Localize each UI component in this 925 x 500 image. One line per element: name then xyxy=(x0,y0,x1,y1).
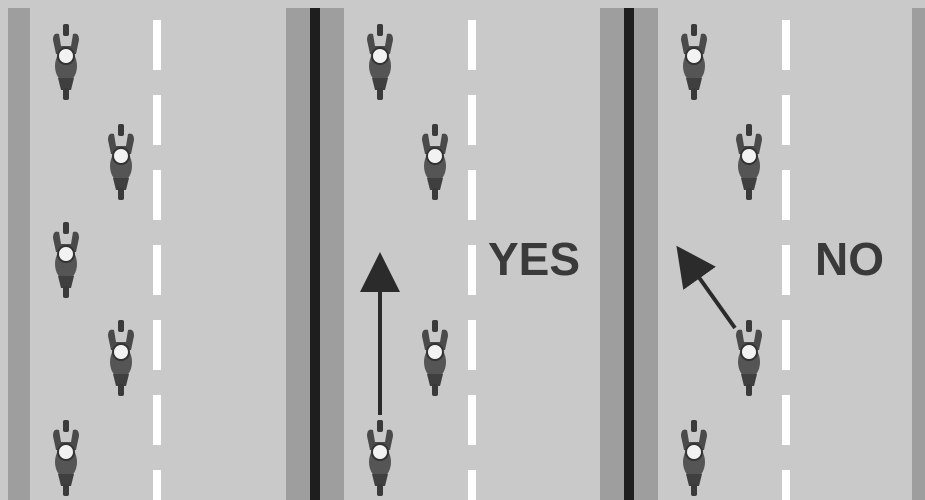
panel2-left-shoulder xyxy=(320,8,344,500)
panel-divider-1 xyxy=(310,8,320,500)
yes-label: YES xyxy=(488,236,580,282)
panel1-edge-shoulder xyxy=(286,8,310,500)
right-shoulder xyxy=(912,8,925,500)
panel-divider-2 xyxy=(624,8,634,500)
left-shoulder xyxy=(8,8,30,500)
no-label: NO xyxy=(815,236,884,282)
panel3-left-shoulder xyxy=(634,8,658,500)
panel2-edge-shoulder xyxy=(600,8,624,500)
